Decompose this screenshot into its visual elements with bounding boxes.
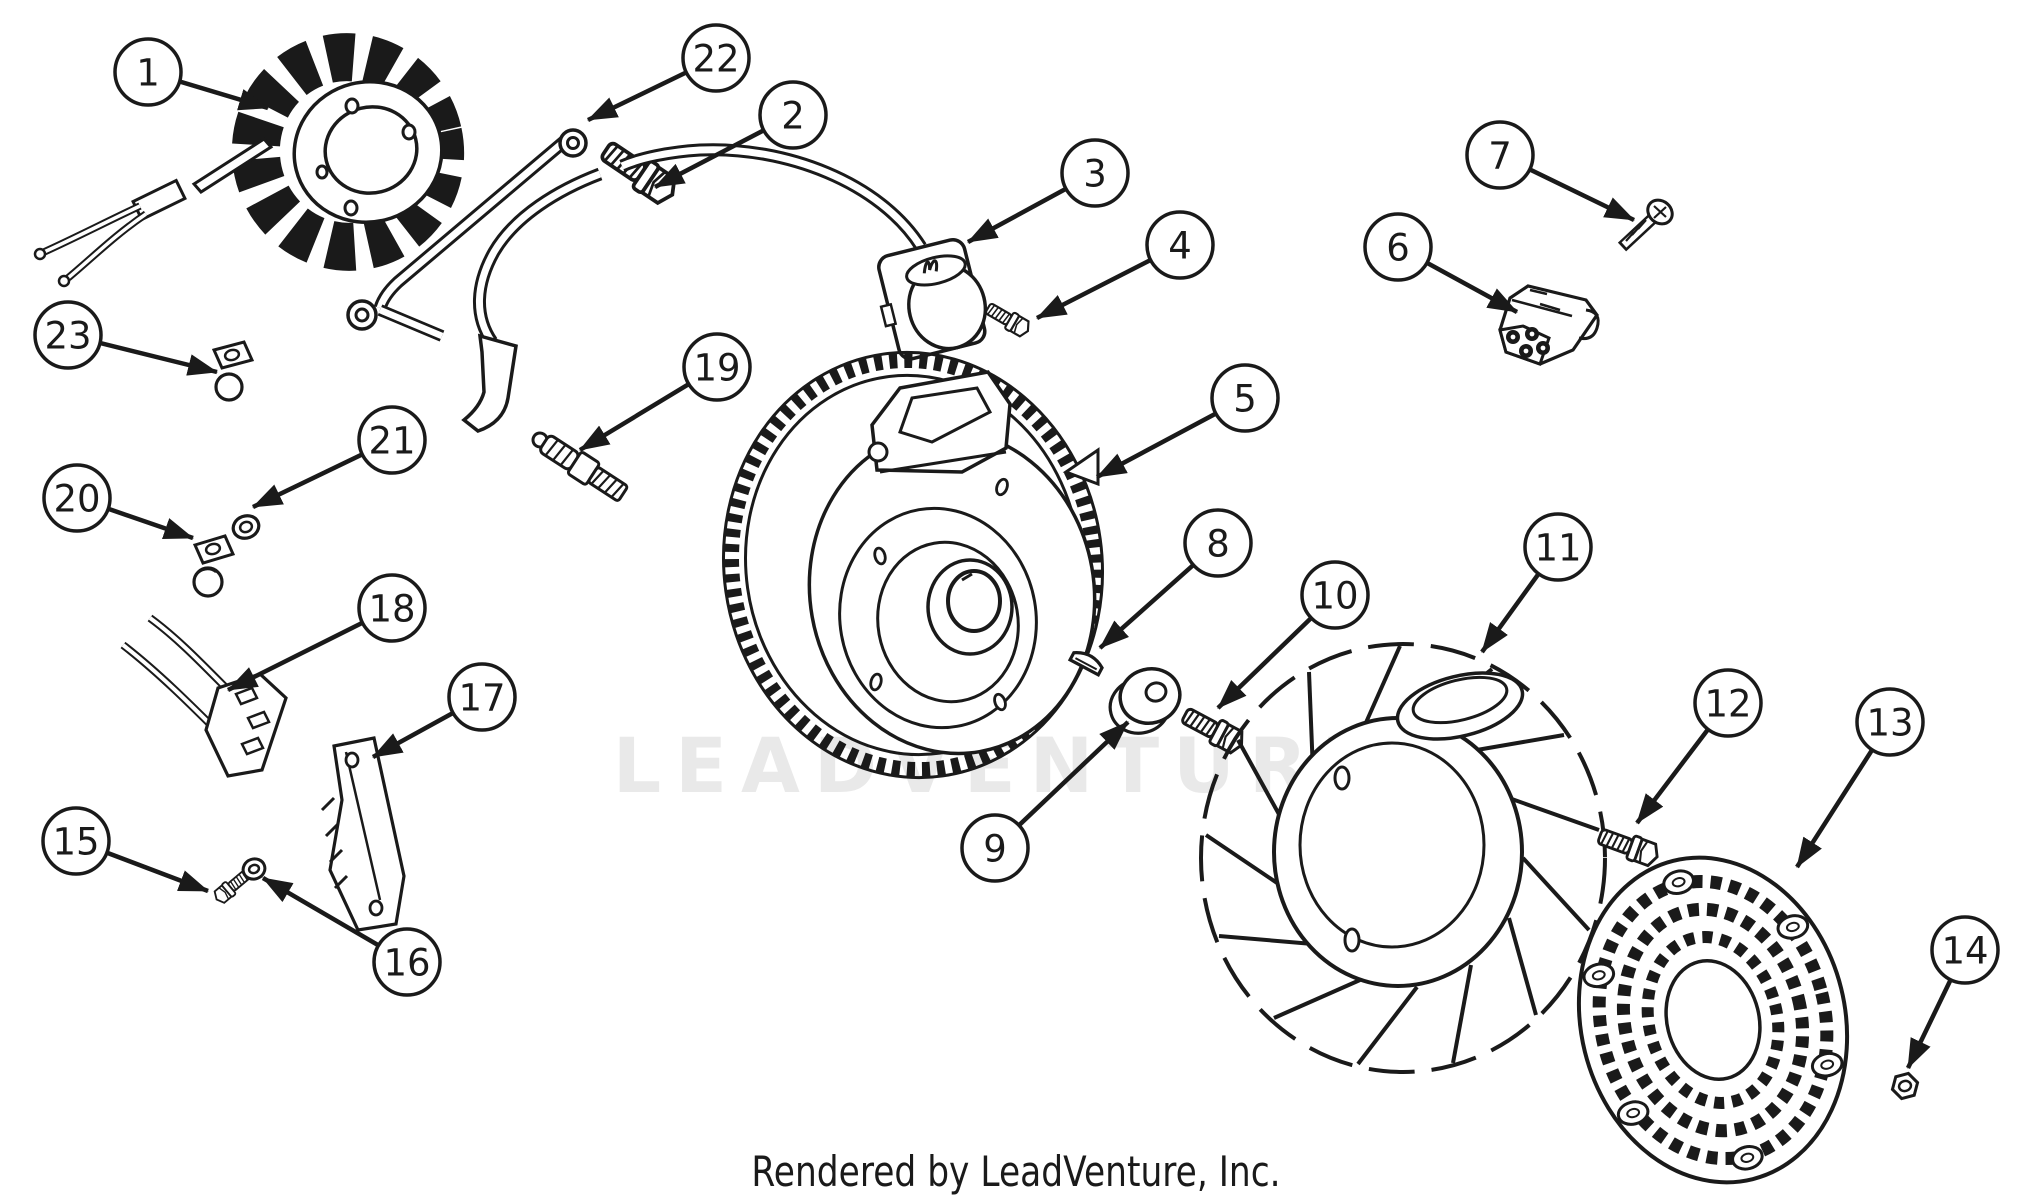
callout-16-circle [372, 927, 442, 997]
callout-10-number: 10 [1311, 574, 1358, 617]
callout-17-circle [447, 662, 517, 732]
callout-19-number: 19 [693, 346, 740, 389]
callout-4-number: 4 [1168, 224, 1192, 267]
bracket-17 [320, 736, 406, 932]
callout-4-circle [1145, 210, 1215, 280]
flywheel-key [1067, 651, 1104, 677]
callout-13-number: 13 [1866, 701, 1913, 744]
cooling-fan [1199, 642, 1607, 1074]
callout-3-number: 3 [1083, 152, 1107, 195]
flywheel-washer [1108, 667, 1182, 735]
callout-23-number: 23 [44, 314, 91, 357]
callout-22-circle [681, 23, 751, 93]
callout-2-number: 2 [781, 94, 805, 137]
callout-12-circle [1693, 668, 1763, 738]
spark-plug-boot [461, 333, 518, 433]
flywheel-trigger-module [867, 370, 1012, 474]
spark-plug [531, 431, 629, 502]
callout-9-number: 9 [983, 827, 1007, 870]
callout-15-circle [41, 806, 111, 876]
nut-14 [1890, 1071, 1920, 1101]
callout-3-circle [1060, 138, 1130, 208]
callout-11-circle [1523, 512, 1593, 582]
callout-12-number: 12 [1704, 682, 1751, 725]
callout-7-number: 7 [1488, 134, 1512, 177]
callout-8-number: 8 [1206, 522, 1230, 565]
callout-18-number: 18 [368, 587, 415, 630]
callout-9-circle [960, 813, 1030, 883]
footer-credit: Rendered by LeadVenture, Inc. [751, 1148, 1280, 1197]
cable-clamp-23 [211, 340, 255, 402]
callout-1-circle [113, 37, 183, 107]
callout-20-number: 20 [53, 477, 100, 520]
callout-11-number: 11 [1534, 526, 1581, 569]
callout-21-number: 21 [368, 419, 415, 462]
ignition-coil [877, 237, 988, 361]
stator [231, 33, 465, 271]
callout-13-circle [1855, 687, 1925, 757]
flat-washer-21 [231, 514, 261, 540]
callout-18-circle [357, 573, 427, 643]
callout-5-number: 5 [1233, 377, 1257, 420]
callout-14-number: 14 [1941, 929, 1988, 972]
callout-20-circle [42, 463, 112, 533]
callout-22-number: 22 [692, 37, 739, 80]
screw-7 [1617, 198, 1674, 252]
callout-16-number: 16 [383, 941, 430, 984]
cable-clamp-20 [192, 534, 236, 598]
callout-17-number: 17 [458, 676, 505, 719]
spark-plug-wire [461, 143, 927, 433]
lock-washer-16 [241, 857, 267, 881]
callout-23-circle [33, 300, 103, 370]
callout-6-number: 6 [1386, 226, 1410, 269]
debris-screen [1576, 855, 1850, 1185]
callout-19-circle [682, 332, 752, 402]
callout-6-circle [1363, 212, 1433, 282]
callout-15-number: 15 [52, 820, 99, 863]
callout-1-number: 1 [136, 51, 160, 94]
callout-5-circle [1210, 363, 1280, 433]
callout-7-circle [1465, 120, 1535, 190]
wire-retainer-18 [120, 614, 288, 778]
ground-strap [346, 128, 588, 342]
callout-10-circle [1300, 560, 1370, 630]
callout-2-circle [758, 80, 828, 150]
callout-8-circle [1183, 508, 1253, 578]
callout-21-circle [357, 405, 427, 475]
connector-6 [1498, 284, 1600, 366]
callout-14-circle [1930, 915, 2000, 985]
flywheel [722, 350, 1104, 780]
stator-lead-wires [33, 137, 274, 288]
